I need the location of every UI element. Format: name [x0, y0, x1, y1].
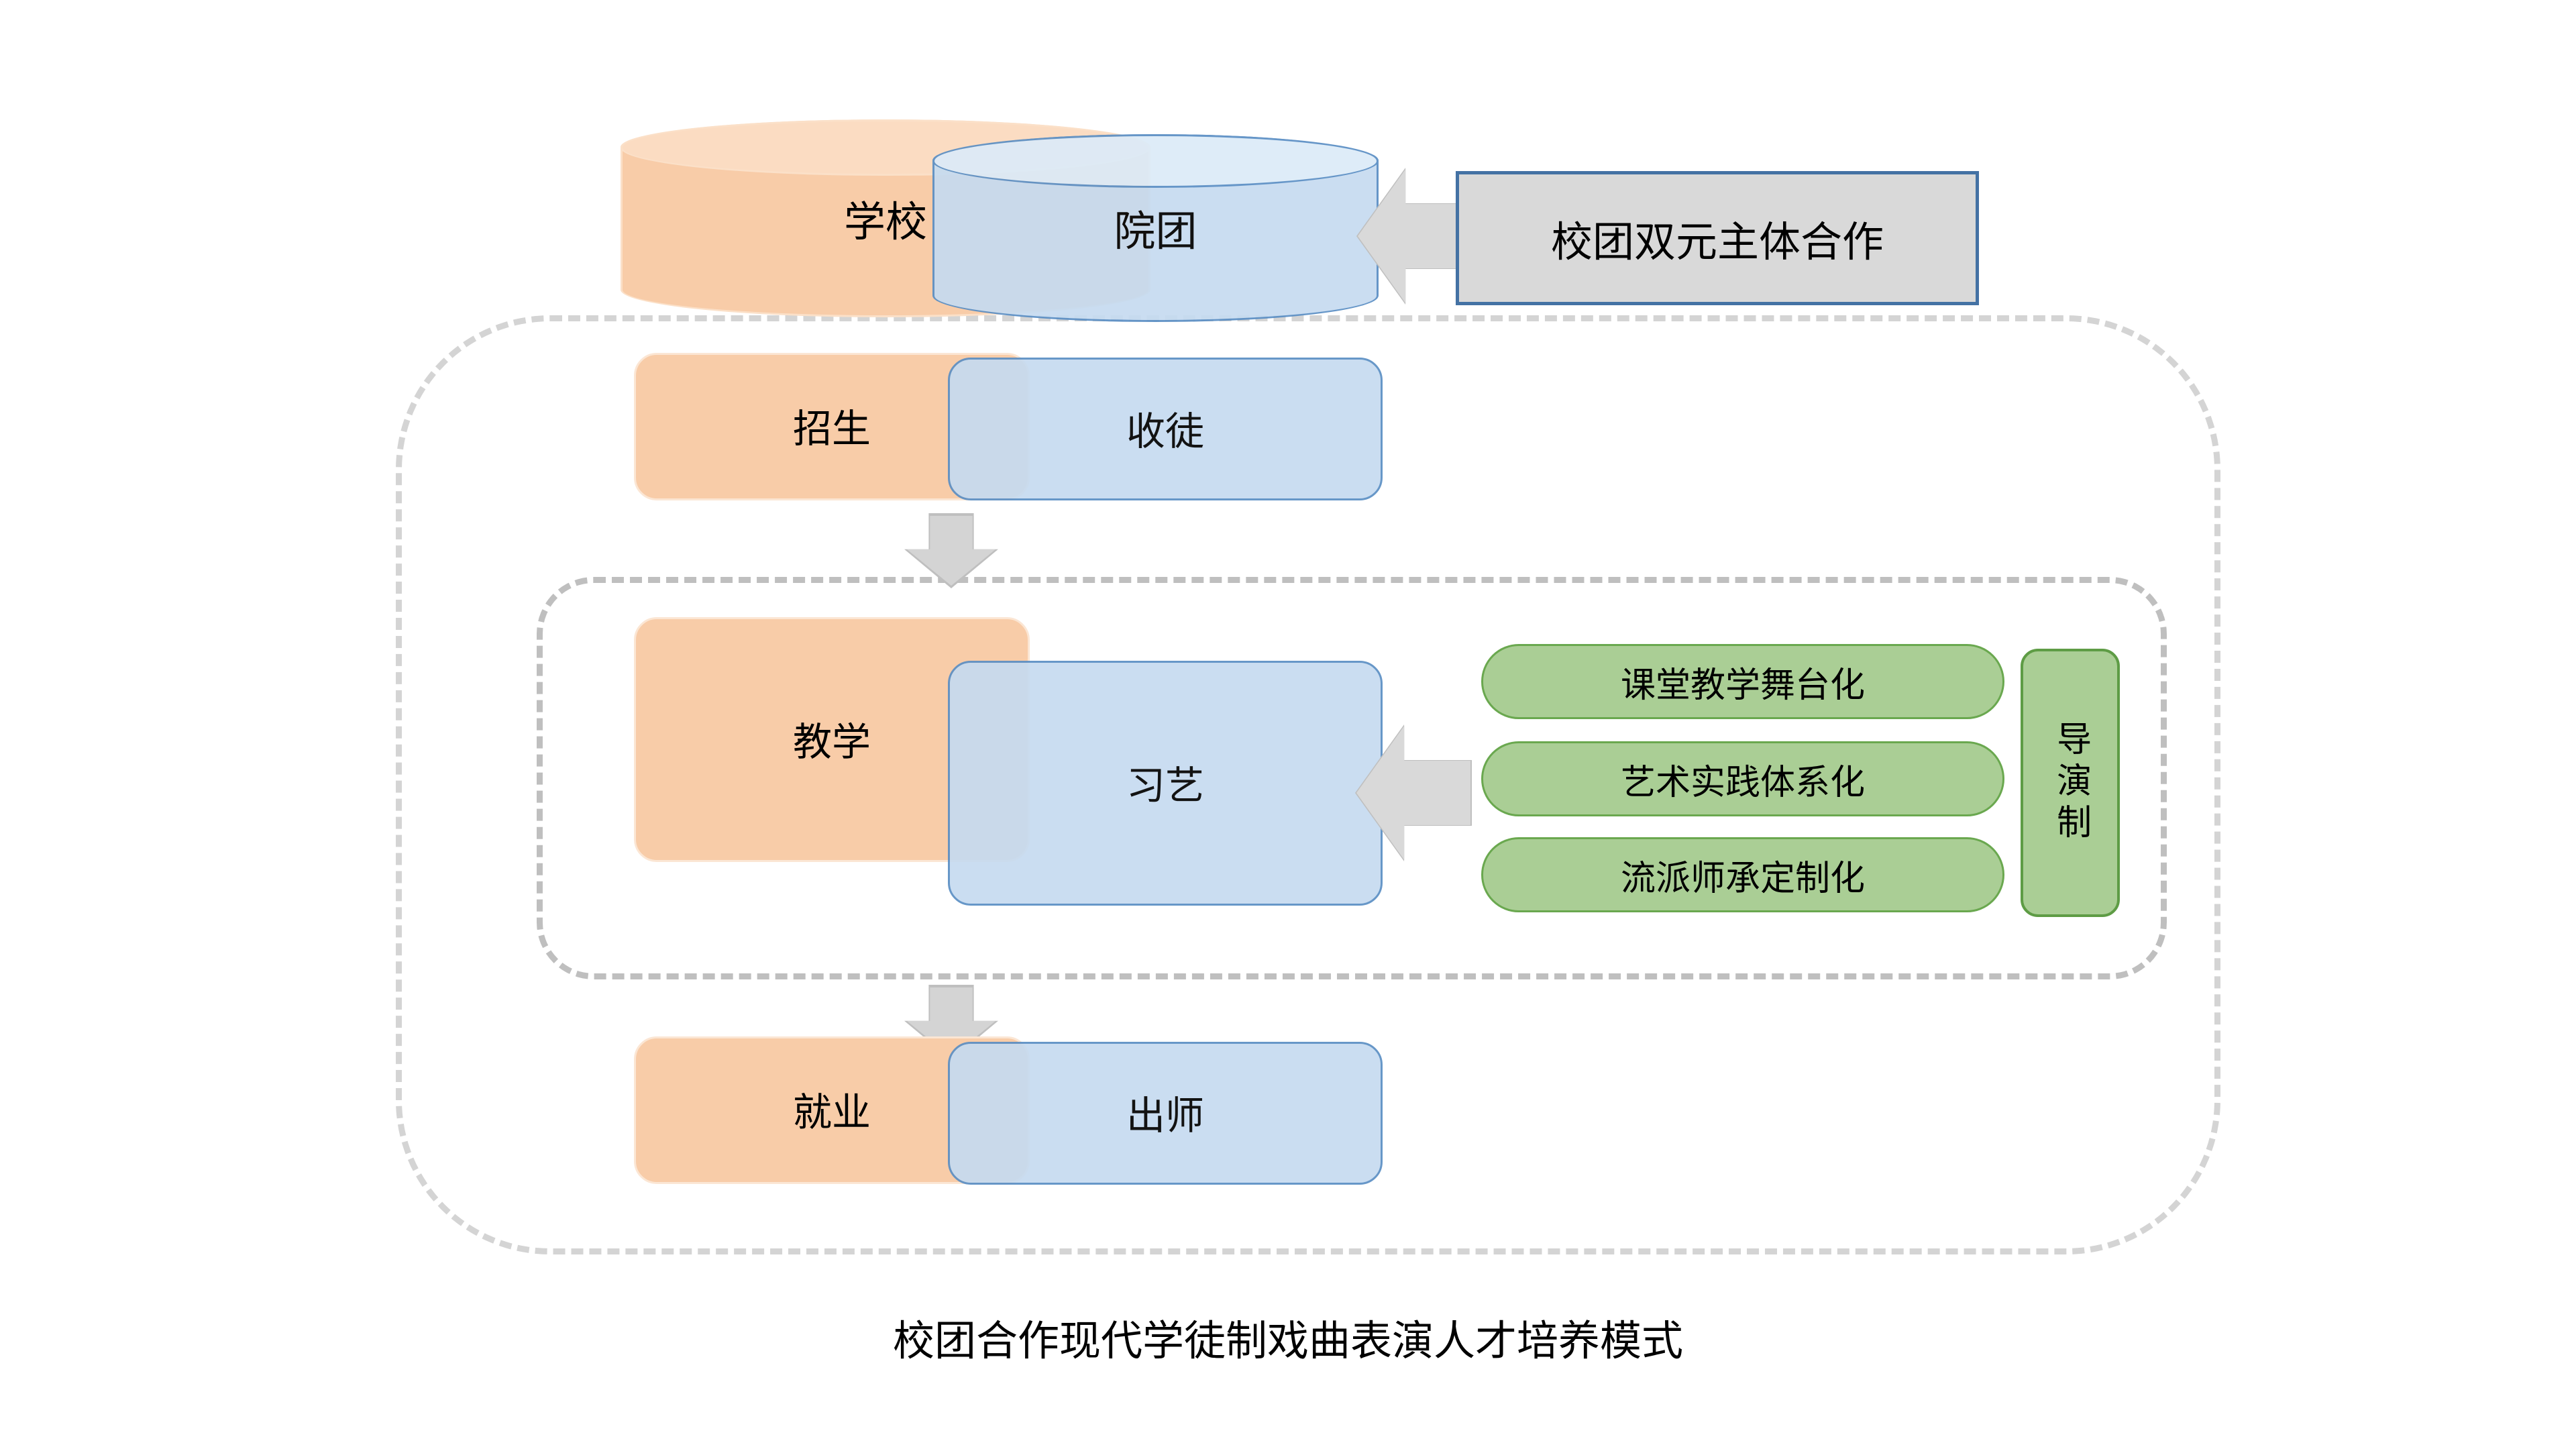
row-employment-troupe-box: 出师 — [948, 1042, 1383, 1185]
troupe-cylinder: 院团 — [932, 134, 1379, 322]
row-employment-troupe-label: 出师 — [1126, 1092, 1204, 1138]
row-teaching-school-label: 教学 — [792, 718, 871, 765]
school-cylinder-label: 学校 — [843, 197, 927, 246]
pill-art-practice-system: 艺术实践体系化 — [1481, 741, 2004, 816]
pill-classroom-stage: 课堂教学舞台化 — [1481, 644, 2004, 719]
row-teaching-troupe-label: 习艺 — [1126, 762, 1204, 808]
inner-dashed-container — [537, 577, 2167, 979]
pill-school-lineage-custom: 流派师承定制化 — [1481, 837, 2004, 912]
row-recruit-school-label: 招生 — [792, 406, 871, 451]
row-teaching-troupe-box: 习艺 — [948, 661, 1383, 906]
outer-dashed-container — [396, 315, 2220, 1254]
cooperation-callout-box: 校团双元主体合作 — [1456, 171, 1979, 305]
cooperation-callout-label: 校团双元主体合作 — [1550, 217, 1884, 266]
pill-classroom-stage-label: 课堂教学舞台化 — [1620, 665, 1865, 706]
troupe-cylinder-label: 院团 — [1114, 206, 1197, 256]
row-employment-school-label: 就业 — [792, 1089, 871, 1135]
diagram-caption: 校团合作现代学徒制戏曲表演人才培养模式 — [892, 1316, 1683, 1365]
director-system-box: 导演制 — [2021, 649, 2120, 917]
row-recruit-troupe-label: 收徒 — [1126, 408, 1204, 454]
pill-school-lineage-custom-label: 流派师承定制化 — [1620, 858, 1865, 899]
pill-art-practice-system-label: 艺术实践体系化 — [1620, 762, 1865, 803]
row-recruit-troupe-box: 收徒 — [948, 358, 1383, 500]
director-system-label: 导演制 — [2050, 720, 2091, 845]
